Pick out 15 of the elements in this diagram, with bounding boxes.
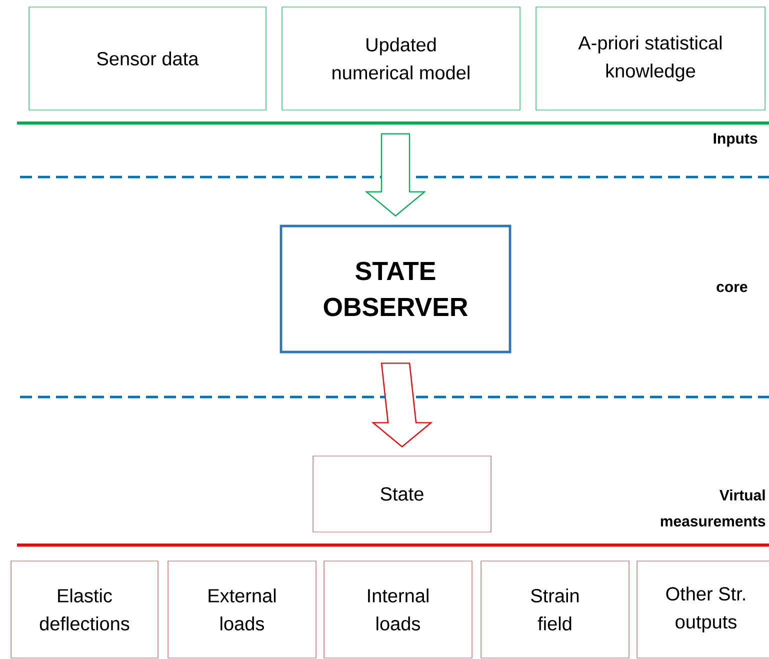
output-box: Elastic deflections [10, 560, 158, 658]
state-box: State [312, 456, 492, 532]
observer-box: STATE OBSERVER [280, 224, 512, 354]
block-arrow [371, 362, 433, 448]
input-box: A-priori statistical knowledge [536, 6, 766, 110]
section-label: Inputs [714, 133, 758, 147]
input-box: Updated numerical model [282, 6, 520, 110]
input-box: Sensor data [28, 6, 266, 110]
output-box: Other Str. outputs [636, 560, 769, 658]
output-box: Strain field [480, 560, 630, 658]
block-arrow [364, 133, 426, 217]
output-box: Internal loads [324, 560, 472, 658]
section-label: core [716, 284, 748, 292]
section-label: Virtual measurements [660, 490, 766, 526]
output-box: External loads [168, 560, 316, 658]
